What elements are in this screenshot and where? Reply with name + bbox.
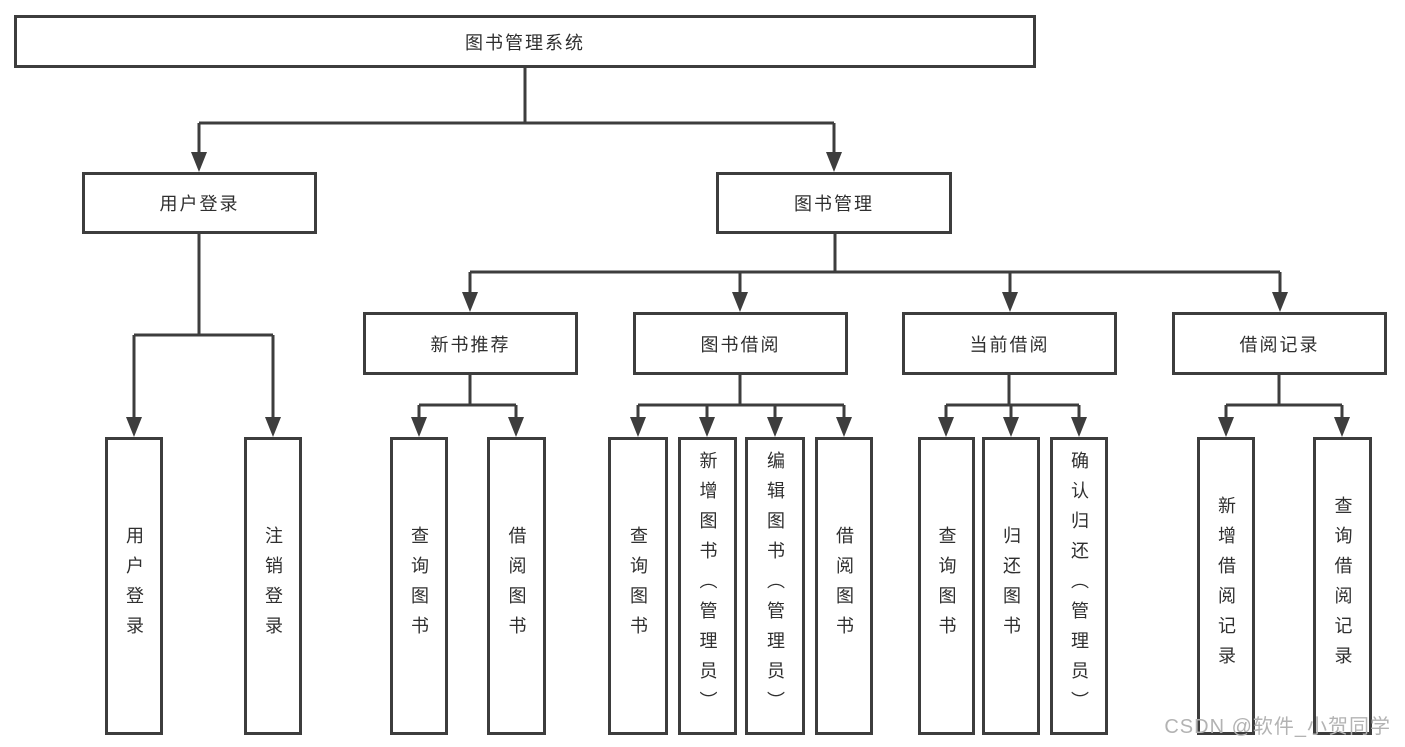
node-label: 借阅图书 xyxy=(506,526,527,646)
node-label: 注销登录 xyxy=(263,526,283,646)
arrow-leaf-4 xyxy=(508,417,524,437)
arrow-to-user-login xyxy=(191,152,207,172)
leaf-return-books: 归还图书 xyxy=(982,437,1040,735)
node-label: 图书管理系统 xyxy=(465,32,585,53)
leaf-query-borrow-record: 查询借阅记录 xyxy=(1313,437,1372,735)
node-label: 确认归还（管理员） xyxy=(1069,451,1089,721)
arrow-leaf-2 xyxy=(265,417,281,437)
leaf-add-borrow-record: 新增借阅记录 xyxy=(1197,437,1255,735)
node-user-login: 用户登录 xyxy=(82,172,317,234)
arrow-to-book-management xyxy=(826,152,842,172)
node-label: 查询借阅记录 xyxy=(1332,496,1353,676)
node-label: 归还图书 xyxy=(1001,526,1021,646)
arrow-leaf-6 xyxy=(699,417,715,437)
leaf-borrow-books-1: 借阅图书 xyxy=(487,437,546,735)
leaf-edit-book-admin: 编辑图书（管理员） xyxy=(745,437,805,735)
connector-borrow-to-leaves xyxy=(636,375,846,419)
leaf-confirm-return-admin: 确认归还（管理员） xyxy=(1050,437,1108,735)
arrow-leaf-12 xyxy=(1218,417,1234,437)
node-label: 用户登录 xyxy=(124,526,144,646)
node-label: 查询图书 xyxy=(936,526,957,646)
node-label: 借阅记录 xyxy=(1239,334,1320,355)
node-label: 当前借阅 xyxy=(969,334,1050,355)
leaf-user-login: 用户登录 xyxy=(105,437,163,735)
node-new-book-recommendation: 新书推荐 xyxy=(363,312,578,375)
leaf-add-book-admin: 新增图书（管理员） xyxy=(678,437,737,735)
arrow-leaf-3 xyxy=(411,417,427,437)
arrow-leaf-13 xyxy=(1334,417,1350,437)
arrow-leaf-1 xyxy=(126,417,142,437)
connector-userlogin-to-leaves xyxy=(132,233,275,419)
connector-current-to-leaves xyxy=(944,375,1081,419)
arrow-to-current-borrow xyxy=(1002,292,1018,312)
connector-newbooks-to-leaves xyxy=(417,375,518,419)
arrow-to-book-borrow xyxy=(732,292,748,312)
node-label: 查询图书 xyxy=(409,526,429,646)
node-library-management-system: 图书管理系统 xyxy=(14,15,1036,68)
node-book-management: 图书管理 xyxy=(716,172,952,234)
arrow-leaf-10 xyxy=(1003,417,1019,437)
connector-bookmgmt-to-level3 xyxy=(468,234,1282,294)
node-borrowing-records: 借阅记录 xyxy=(1172,312,1387,375)
node-label: 借阅图书 xyxy=(834,526,854,646)
leaf-logout: 注销登录 xyxy=(244,437,302,735)
connector-records-to-leaves xyxy=(1224,375,1344,419)
node-label: 查询图书 xyxy=(628,526,648,646)
arrow-leaf-7 xyxy=(767,417,783,437)
node-label: 编辑图书（管理员） xyxy=(765,451,785,721)
node-current-borrowing: 当前借阅 xyxy=(902,312,1117,375)
arrow-leaf-9 xyxy=(938,417,954,437)
leaf-query-books-3: 查询图书 xyxy=(918,437,975,735)
node-label: 新书推荐 xyxy=(430,334,511,355)
node-label: 用户登录 xyxy=(159,194,240,214)
leaf-query-books-1: 查询图书 xyxy=(390,437,448,735)
leaf-borrow-books-2: 借阅图书 xyxy=(815,437,873,735)
arrow-to-borrow-records xyxy=(1272,292,1288,312)
csdn-watermark: CSDN @软件_小贺同学 xyxy=(1164,716,1391,738)
node-label: 图书借阅 xyxy=(700,334,781,355)
leaf-query-books-2: 查询图书 xyxy=(608,437,668,735)
arrowheads xyxy=(126,152,1350,437)
node-book-borrowing: 图书借阅 xyxy=(633,312,848,375)
node-label: 图书管理 xyxy=(794,194,874,214)
node-label: 新增借阅记录 xyxy=(1216,496,1236,676)
arrow-to-new-books xyxy=(462,292,478,312)
arrow-leaf-5 xyxy=(630,417,646,437)
arrow-leaf-11 xyxy=(1071,417,1087,437)
arrow-leaf-8 xyxy=(836,417,852,437)
connector-root-to-level2 xyxy=(197,68,836,154)
node-label: 新增图书（管理员） xyxy=(697,451,718,721)
